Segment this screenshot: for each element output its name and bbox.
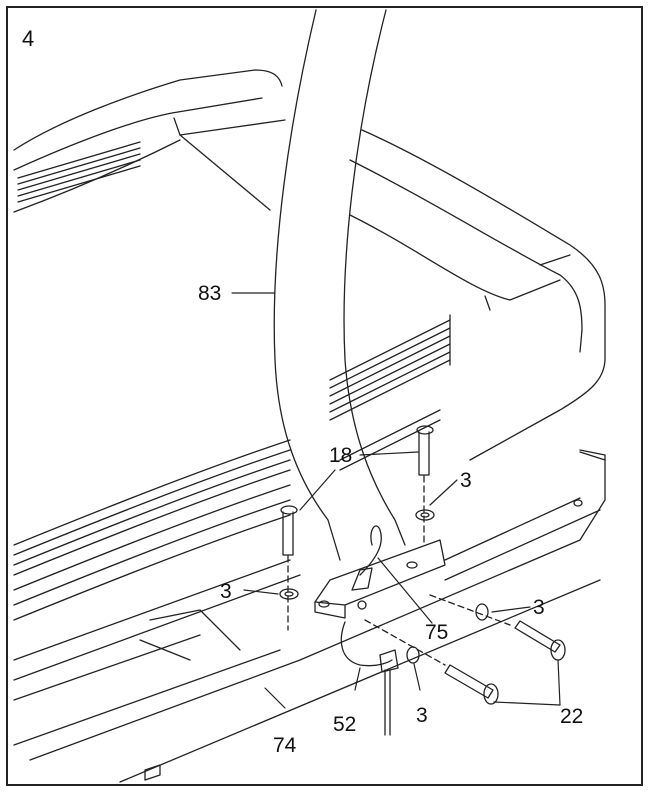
side-bolt-upper [514, 620, 566, 661]
callout-3-bottom: 3 [416, 704, 428, 727]
bracket [314, 525, 446, 619]
wire-harness [340, 621, 399, 736]
step-number: 4 [22, 26, 35, 51]
callout-83: 83 [198, 282, 222, 305]
washer-left [279, 588, 299, 600]
callout-74: 74 [273, 734, 297, 757]
upright-arm [273, 9, 406, 561]
assembly-diagram-frame: 4 [6, 6, 643, 786]
callout-52: 52 [333, 713, 357, 736]
callout-18: 18 [329, 444, 353, 467]
callout-3-right: 3 [460, 469, 472, 492]
washer-right [415, 509, 435, 521]
callout-22: 22 [560, 705, 584, 728]
callout-3-side: 3 [533, 596, 545, 619]
treadmill-hood [13, 69, 606, 621]
base-frame [13, 449, 606, 783]
callout-3-left: 3 [220, 580, 232, 603]
bolt-left [280, 505, 298, 556]
callout-75: 75 [425, 621, 449, 644]
bolt-right [416, 425, 434, 476]
washer-side-upper [475, 603, 489, 621]
assembly-dashes [287, 475, 511, 666]
side-bolt-lower [444, 664, 499, 705]
leader-lines [231, 292, 561, 709]
